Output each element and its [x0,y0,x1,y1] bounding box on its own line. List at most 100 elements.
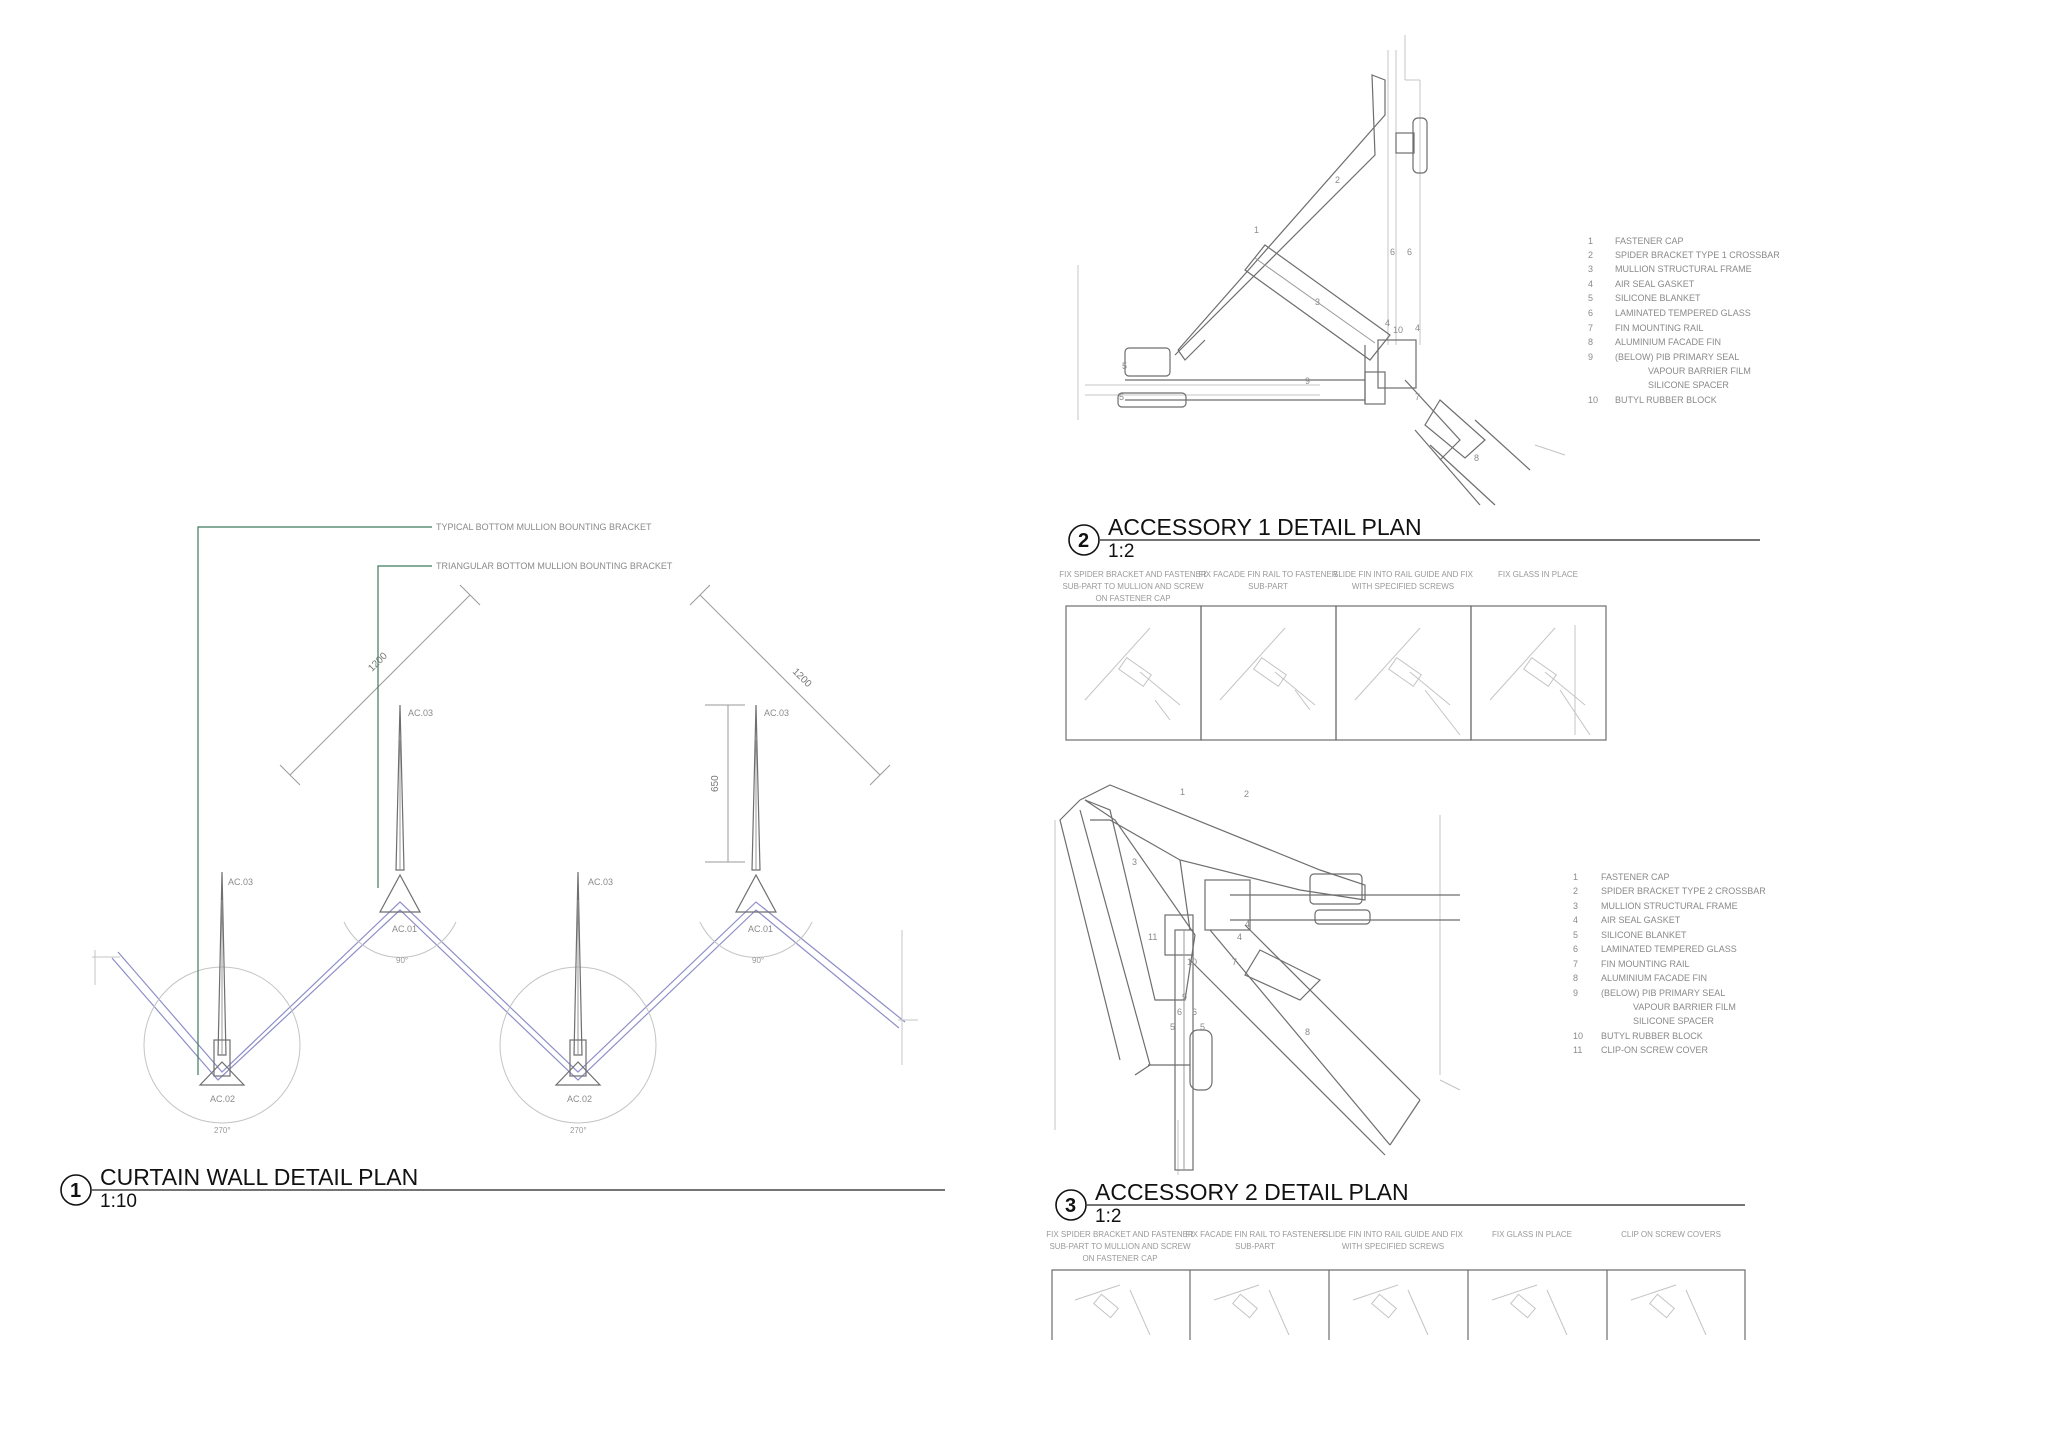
curtain-wall-glazing [92,901,918,1081]
legend-text: CLIP-ON SCREW COVER [1601,1045,1709,1055]
legend-number: 9 [1588,352,1593,362]
legend-number: 4 [1588,279,1593,289]
accessory-2-plan-drawing: 1 2 3 4 4 5 5 6 6 7 8 9 10 11 1 FASTENER… [1046,784,1766,1340]
legend-text: LAMINATED TEMPERED GLASS [1601,944,1737,954]
callout-number: 5 [1200,1022,1205,1032]
angle-label: 270° [214,1126,231,1135]
legend-text: MULLION STRUCTURAL FRAME [1615,264,1752,274]
legend-text: MULLION STRUCTURAL FRAME [1601,901,1738,911]
legend-number: 8 [1588,337,1593,347]
callout-number: 1 [1254,225,1259,235]
tag-ac02: AC.02 [567,1094,592,1104]
legend-number: 3 [1573,901,1578,911]
callout-number: 6 [1390,247,1395,257]
tag-ac03: AC.03 [764,708,789,718]
legend-text: ALUMINIUM FACADE FIN [1615,337,1721,347]
callout-number: 5 [1119,392,1124,402]
accessory-2-legend: 1 FASTENER CAP 2 SPIDER BRACKET TYPE 2 C… [1573,872,1766,1055]
legend-text: SILICONE BLANKET [1615,293,1701,303]
step-caption: WITH SPECIFIED SCREWS [1352,582,1454,591]
legend-number: 5 [1588,293,1593,303]
tag-ac03: AC.03 [408,708,433,718]
leader-line [197,526,432,1075]
legend-number: 8 [1573,973,1578,983]
step-panel [1335,605,1472,741]
legend-number: 10 [1588,395,1598,405]
legend-number: 7 [1573,959,1578,969]
legend-text: VAPOUR BARRIER FILM [1648,366,1751,376]
legend-number: 3 [1588,264,1593,274]
legend-text: SILICONE SPACER [1648,380,1729,390]
legend-text: BUTYL RUBBER BLOCK [1601,1031,1703,1041]
drawing-title: ACCESSORY 1 DETAIL PLAN [1108,514,1422,540]
drawing-number-circle [1055,1189,1087,1221]
legend-number: 10 [1573,1031,1583,1041]
callout-number: 7 [1232,957,1237,967]
legend-number: 4 [1573,915,1578,925]
legend-text: SILICONE SPACER [1633,1016,1714,1026]
step-panel [1065,605,1202,741]
corner-radius-arc [699,921,813,958]
callout-number: 4 [1237,932,1242,942]
step-caption: SUB-PART [1248,582,1288,591]
legend-text: (BELOW) PIB PRIMARY SEAL [1601,988,1725,998]
legend-text: FASTENER CAP [1615,236,1684,246]
legend-text: SPIDER BRACKET TYPE 1 CROSSBAR [1615,250,1780,260]
accessory-1-section [1077,35,1566,506]
drawing-number: 2 [1078,530,1089,552]
legend-text: ALUMINIUM FACADE FIN [1601,973,1707,983]
callout-number: 1 [1180,787,1185,797]
drawing-scale: 1:2 [1095,1206,1121,1227]
step-caption: FIX GLASS IN PLACE [1492,1230,1572,1239]
legend-number: 2 [1588,250,1593,260]
legend-number: 7 [1588,323,1593,333]
mullion-fins [217,704,761,1056]
callout-number: 8 [1305,1027,1310,1037]
legend-number: 6 [1573,944,1578,954]
tag-ac03: AC.03 [588,877,613,887]
step-caption: FIX GLASS IN PLACE [1498,570,1578,579]
callout-number: 9 [1182,992,1187,1002]
callout-number: 6 [1407,247,1412,257]
callout-number: 4 [1415,323,1420,333]
accessory-1-plan-drawing: 1 2 3 4 4 5 5 6 6 7 8 9 10 1 FASTENER CA… [1059,35,1780,741]
angle-label: 270° [570,1126,587,1135]
step-caption: ON FASTENER CAP [1082,1254,1157,1263]
callout-number: 10 [1187,957,1197,967]
leader-label: TYPICAL BOTTOM MULLION BOUNTING BRACKET [436,522,652,532]
legend-text: BUTYL RUBBER BLOCK [1615,395,1717,405]
accessory-2-callouts: 1 2 3 4 4 5 5 6 6 7 8 9 10 11 [1132,787,1310,1037]
legend-number: 1 [1573,872,1578,882]
callout-number: 5 [1170,1022,1175,1032]
callout-number: 4 [1245,919,1250,929]
dimension-label-1200: 1200 [790,666,814,690]
drawing-number: 3 [1065,1195,1076,1217]
legend-text: (BELOW) PIB PRIMARY SEAL [1615,352,1739,362]
accessory-1-assembly-steps: FIX SPIDER BRACKET AND FASTENER SUB-PART… [1059,570,1607,741]
step-caption: SUB-PART [1235,1242,1275,1251]
drawing-title: ACCESSORY 2 DETAIL PLAN [1095,1179,1409,1205]
mullion-brackets [198,873,778,1086]
callout-number: 2 [1244,789,1249,799]
step-caption: FIX FACADE FIN RAIL TO FASTENER [1199,570,1338,579]
legend-text: FIN MOUNTING RAIL [1601,959,1690,969]
callout-number: 4 [1385,318,1390,328]
accessory-2-section [1054,784,1461,1175]
legend-text: SILICONE BLANKET [1601,930,1687,940]
callout-number: 10 [1393,325,1403,335]
dimension-label-650: 650 [710,775,721,792]
title-block-2: 2 ACCESSORY 1 DETAIL PLAN 1:2 [1068,514,1760,562]
legend-number: 2 [1573,886,1578,896]
step-caption: CLIP ON SCREW COVERS [1621,1230,1721,1239]
legend-number: 1 [1588,236,1593,246]
leader-label: TRIANGULAR BOTTOM MULLION BOUNTING BRACK… [436,561,673,571]
callout-number: 5 [1122,361,1127,371]
angle-label: 90° [752,956,764,965]
angle-label: 90° [396,956,408,965]
legend-text: FASTENER CAP [1601,872,1670,882]
step-panel [1470,605,1607,741]
legend-number: 9 [1573,988,1578,998]
step-caption: ON FASTENER CAP [1095,594,1170,603]
step-caption: SUB-PART TO MULLION AND SCREW [1062,582,1204,591]
